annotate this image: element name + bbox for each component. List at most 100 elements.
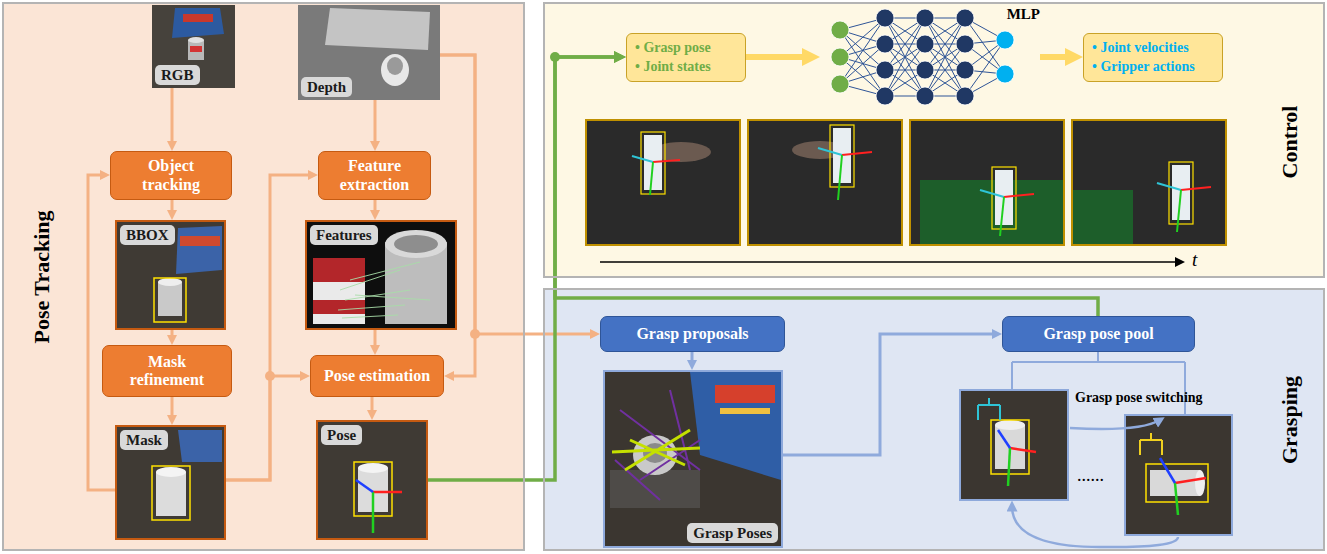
control-frame <box>748 120 902 245</box>
can-lid <box>394 235 438 253</box>
connector <box>374 330 377 350</box>
hidden-neuron <box>916 9 934 27</box>
hidden-neuron <box>956 61 974 79</box>
hidden-neuron <box>916 61 934 79</box>
hidden-neuron <box>956 87 974 105</box>
network-block: MLP <box>820 5 1040 105</box>
photo-ground <box>1125 415 1232 535</box>
image-panel: Features <box>305 220 457 330</box>
hidden-neuron <box>876 9 894 27</box>
depth-can-top <box>387 57 403 75</box>
can-top <box>156 467 186 477</box>
grasp-proposals-photo <box>603 370 783 548</box>
process-label: Object tracking <box>131 157 211 194</box>
panel-ground <box>543 288 1325 551</box>
photo-ground <box>115 220 226 330</box>
bullet-item: • Joint states <box>635 58 737 76</box>
connector <box>171 88 174 146</box>
label-anchor: Grasp pose switching <box>1075 390 1203 406</box>
pose-axis <box>653 160 680 162</box>
control-frame <box>1072 120 1226 245</box>
pose-axis <box>632 156 653 162</box>
control-frame <box>586 120 740 245</box>
process-label: Pose estimation <box>324 367 430 385</box>
depth-can <box>381 54 409 86</box>
can-top <box>385 230 447 258</box>
image-panel: Pose <box>316 420 428 540</box>
pool-photo <box>960 390 1068 500</box>
process-box: Pose estimation <box>310 355 444 397</box>
panel-title: Pose Tracking <box>29 210 55 343</box>
panel-ground <box>543 2 1325 278</box>
network-links <box>885 18 925 96</box>
box-print <box>720 408 770 414</box>
panel-title: Grasping <box>1277 376 1303 464</box>
box-print <box>715 385 775 403</box>
pose-axis <box>1175 483 1178 515</box>
image-label: Pose <box>321 425 362 445</box>
connector <box>88 175 115 490</box>
cereal-box <box>178 430 222 462</box>
can-top <box>158 278 182 286</box>
process-label: Grasp proposals <box>636 325 748 343</box>
pose-axis <box>356 480 373 492</box>
connector <box>691 352 694 365</box>
pose-axis <box>1181 187 1211 190</box>
junction-dot <box>550 52 560 62</box>
connector <box>1040 54 1074 60</box>
connector <box>371 397 374 415</box>
pose-axis <box>1157 183 1181 190</box>
pose-axis <box>1010 448 1036 452</box>
connector <box>440 55 595 334</box>
grasp-candidates <box>615 390 700 500</box>
mlp-network <box>831 9 1014 105</box>
connector <box>226 376 305 480</box>
frame-ground <box>910 120 1064 245</box>
hidden-neuron <box>876 35 894 53</box>
control-frame <box>910 120 1064 245</box>
pose-axis <box>1008 448 1010 486</box>
bounding-box <box>152 466 190 520</box>
network-label: MLP <box>1007 5 1040 23</box>
pose-axis <box>980 190 1004 197</box>
cereal-box <box>172 8 224 38</box>
pose-axis <box>838 155 842 200</box>
features-photo <box>305 220 457 330</box>
pose-axis <box>372 492 375 533</box>
panel-ground <box>2 2 525 551</box>
pool-photo <box>1125 415 1232 535</box>
can-print <box>190 46 202 52</box>
hidden-neuron <box>876 61 894 79</box>
image-label: Depth <box>301 77 352 97</box>
photo-ground <box>603 370 783 548</box>
time-axis <box>600 261 1180 263</box>
image-label: BBOX <box>120 225 175 245</box>
input-box: • Grasp pose• Joint states <box>626 33 746 82</box>
image-panel: Depth <box>298 5 440 100</box>
green-mat <box>1073 190 1133 244</box>
can-top <box>995 420 1025 430</box>
frame-ground <box>1072 120 1226 245</box>
pose-axis <box>1175 478 1206 483</box>
connector <box>440 55 475 376</box>
pose-axis <box>842 152 872 155</box>
depth-photo <box>298 5 440 100</box>
connector <box>374 100 377 146</box>
masked-can <box>156 472 186 516</box>
connector <box>226 175 313 480</box>
junctions <box>265 52 560 381</box>
pose-axis <box>373 491 402 494</box>
hidden-neuron <box>876 87 894 105</box>
junction-dot <box>265 371 275 381</box>
photo-ground <box>152 5 235 88</box>
pose-axis <box>998 430 1010 448</box>
box-print <box>183 14 213 22</box>
pose-axis <box>1004 194 1034 197</box>
frame-ground <box>748 120 902 245</box>
grasp-candidates <box>612 430 700 470</box>
hidden-neuron <box>916 35 934 53</box>
photo-ground <box>316 420 428 540</box>
frame-ground <box>586 120 740 245</box>
switch-arrow <box>1070 420 1160 429</box>
